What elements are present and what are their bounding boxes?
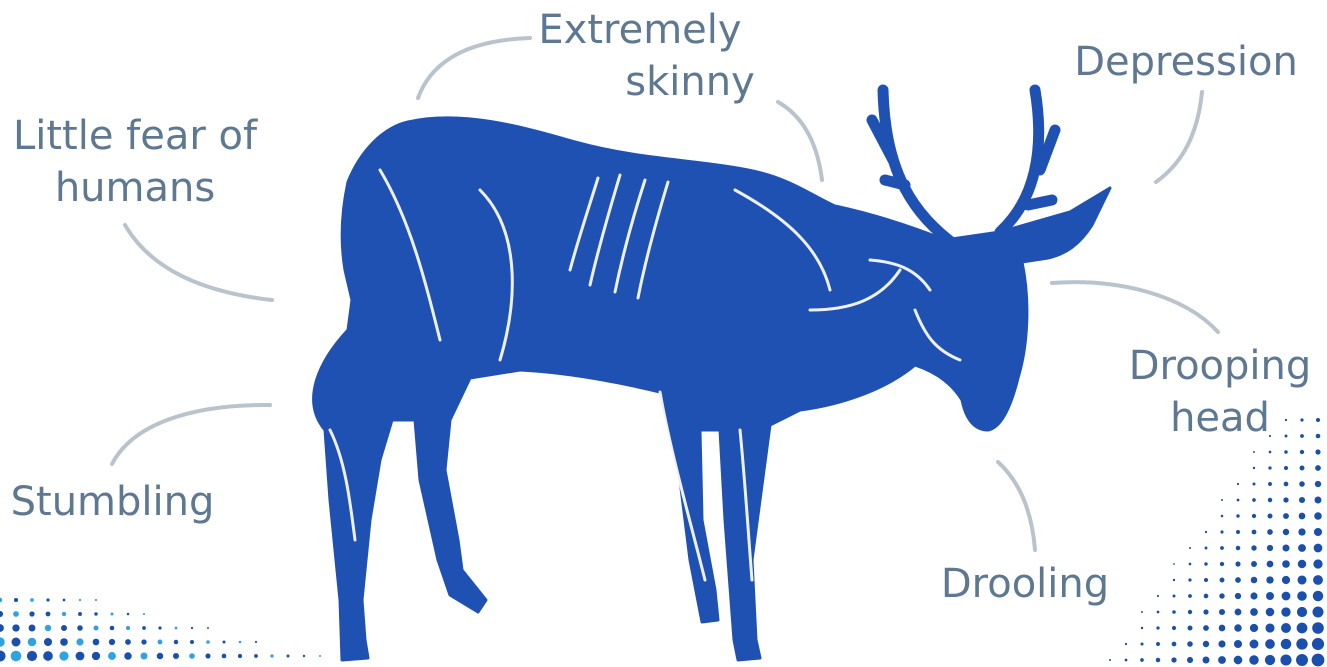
label-depression: Depression (1066, 36, 1306, 88)
label-drooping-head-line1: Drooping (1120, 340, 1320, 392)
label-stumbling: Stumbling (0, 476, 225, 528)
label-extremely-skinny: Extremely skinny (520, 4, 760, 108)
label-little-fear-line2: humans (5, 162, 265, 214)
label-little-fear-line1: Little fear of (5, 110, 265, 162)
label-little-fear-of-humans: Little fear of humans (5, 110, 265, 214)
deer-antlers (872, 90, 1055, 245)
label-extremely-skinny-line1: Extremely (520, 4, 760, 56)
label-drooping-head-line2: head (1120, 392, 1320, 444)
label-extremely-skinny-line2: skinny (520, 56, 760, 108)
label-drooling: Drooling (930, 558, 1120, 610)
label-drooping-head: Drooping head (1120, 340, 1320, 444)
